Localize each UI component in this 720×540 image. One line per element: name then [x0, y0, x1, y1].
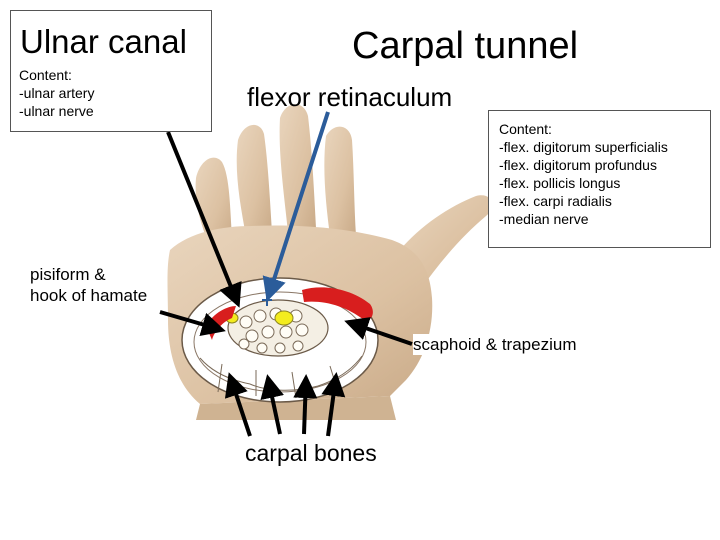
- wrist-cross-section: [181, 277, 379, 403]
- carpal-content-line: -flex. carpi radialis: [499, 193, 612, 209]
- carpal-tunnel-content: Content: -flex. digitorum superficialis …: [499, 120, 668, 228]
- carpal-content-line: -flex. digitorum profundus: [499, 157, 657, 173]
- ulnar-content-line: -ulnar artery: [19, 85, 95, 101]
- carpal-content-line: -median nerve: [499, 211, 589, 227]
- arrow-carpal-bone-2: [260, 374, 284, 435]
- flexor-retinaculum-label: flexor retinaculum: [247, 82, 453, 112]
- arrow-pisiform: [159, 310, 226, 336]
- pisiform-hamate-label: pisiform & hook of hamate: [30, 264, 147, 306]
- ulnar-canal-box: Ulnar canal Content: -ulnar artery -ulna…: [10, 10, 212, 132]
- ulnar-canal-content: Content: -ulnar artery -ulnar nerve: [19, 66, 94, 120]
- carpal-content-line: Content:: [499, 121, 552, 137]
- finger-middle: [279, 104, 316, 232]
- arrow-scaphoid: [344, 317, 413, 346]
- carpal-content-line: -flex. pollicis longus: [499, 175, 621, 191]
- ulnar-content-line: Content:: [19, 67, 72, 83]
- pisiform-label-line: hook of hamate: [30, 286, 148, 305]
- arrow-carpal-bone-3: [293, 374, 318, 435]
- pisiform-label-line: pisiform &: [30, 265, 106, 284]
- arrow-ulnar-canal: [166, 131, 242, 308]
- ulnar-content-line: -ulnar nerve: [19, 103, 94, 119]
- carpal-tunnel-content-box: Content: -flex. digitorum superficialis …: [488, 110, 711, 248]
- ulnar-canal-title: Ulnar canal: [20, 23, 187, 60]
- scaphoid-trapezium-label: scaphoid & trapezium: [413, 334, 577, 355]
- arrow-carpal-bone-1: [224, 372, 252, 437]
- carpal-tunnel-title: Carpal tunnel: [352, 25, 579, 67]
- arrows: [159, 111, 413, 437]
- finger-ring: [236, 124, 272, 236]
- carpal-content-line: -flex. digitorum superficialis: [499, 139, 668, 155]
- arrow-flexor-retinaculum: [262, 111, 330, 302]
- carpal-bones-label: carpal bones: [245, 440, 377, 466]
- finger-index: [324, 126, 356, 236]
- arrow-carpal-bone-4: [321, 372, 346, 437]
